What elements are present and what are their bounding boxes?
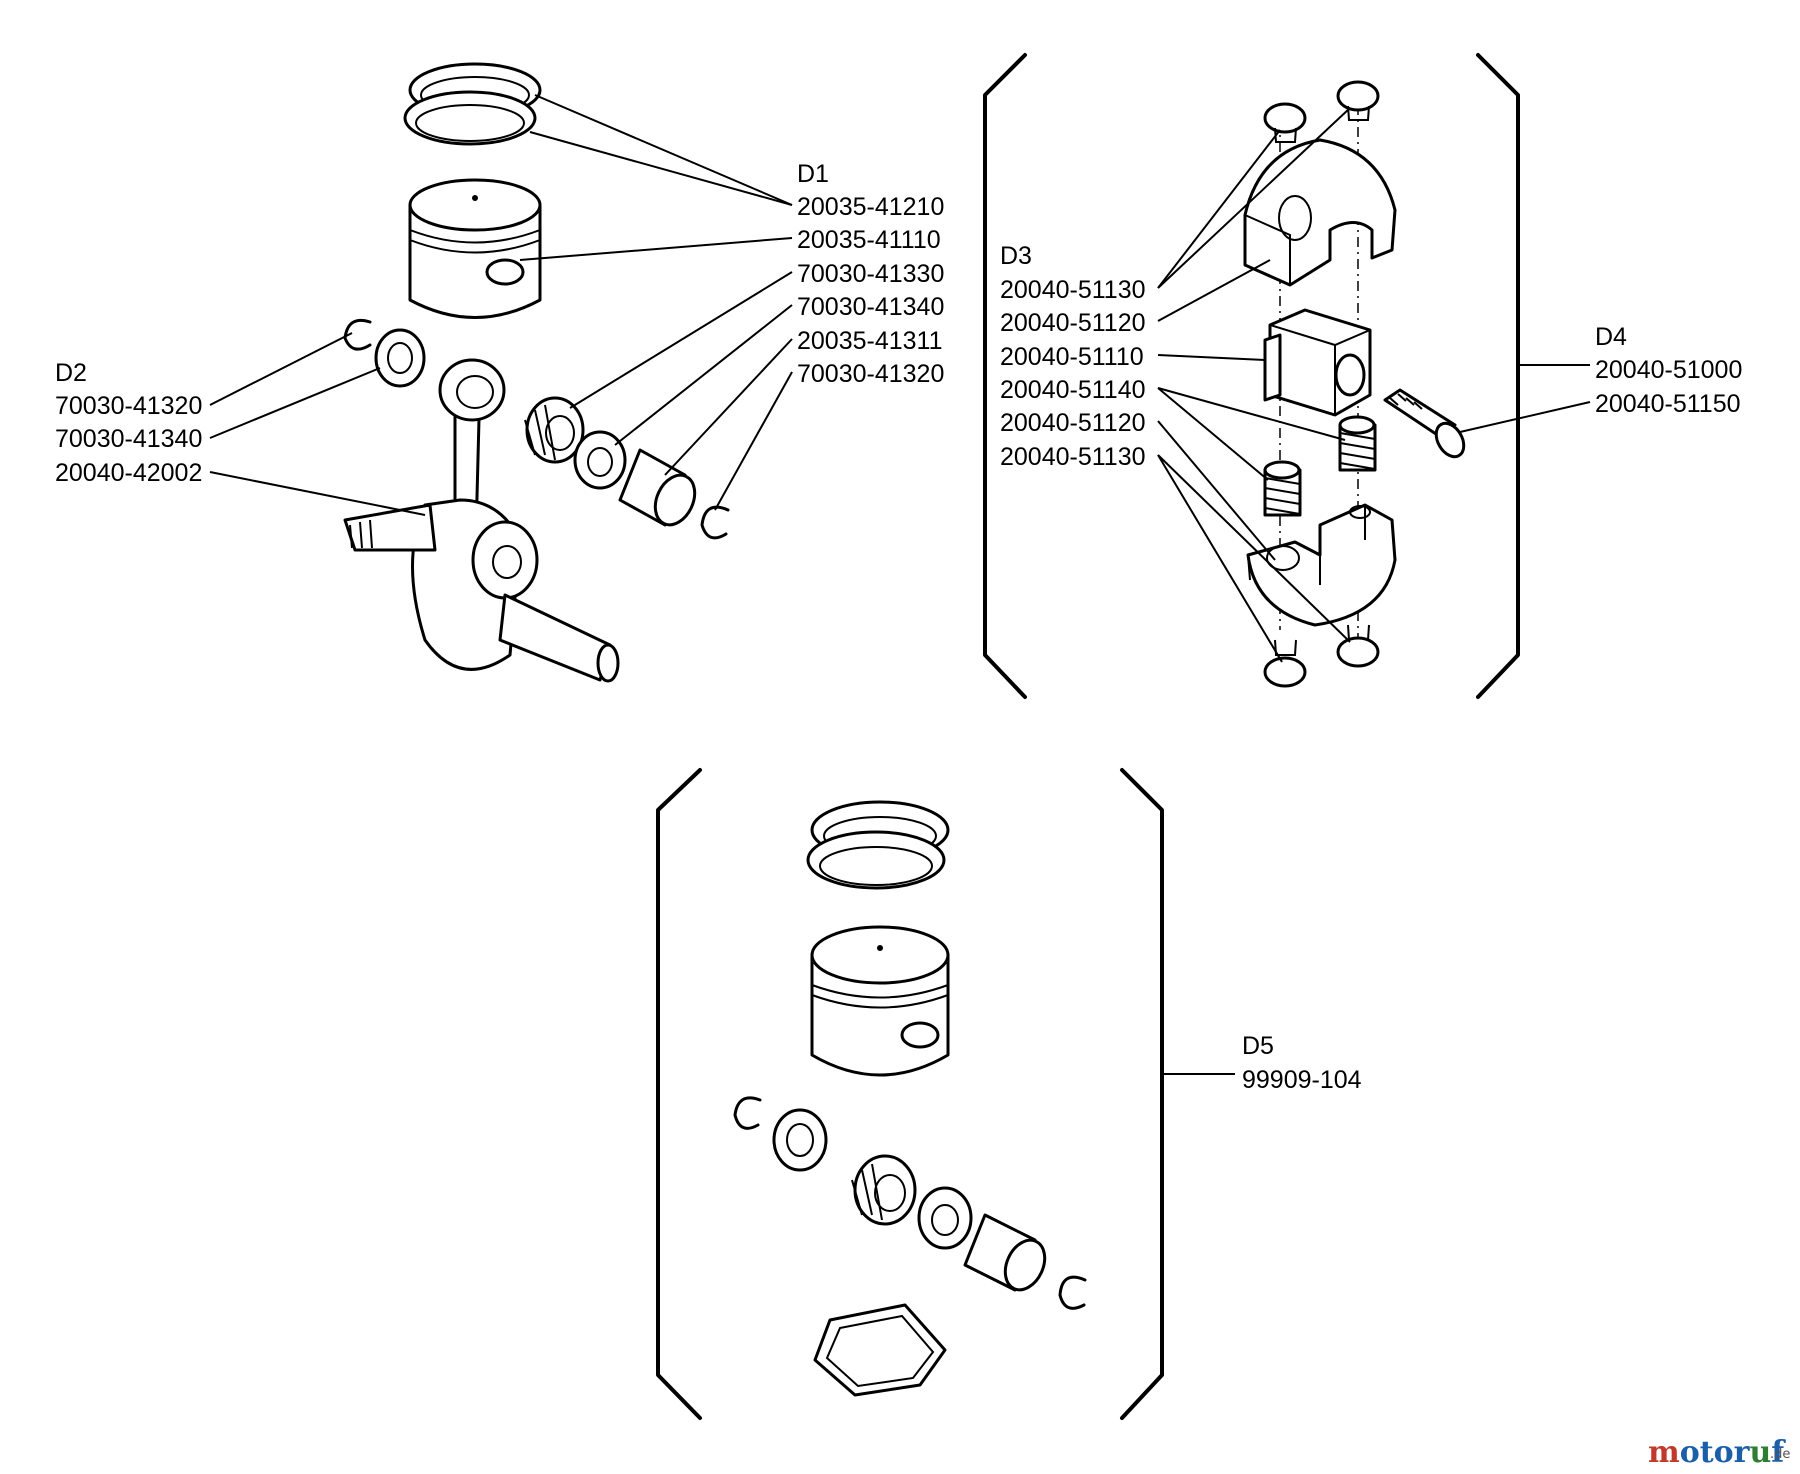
leader-line-d4 xyxy=(1459,401,1591,433)
part-number[interactable]: 20040-51120 xyxy=(1000,309,1146,337)
part-number[interactable]: 20040-51000 xyxy=(1595,356,1742,384)
watermark-brand: motoruf xyxy=(1648,1435,1786,1470)
part-number[interactable]: 20040-42002 xyxy=(55,459,202,487)
leader-lines-d3 xyxy=(1157,107,1351,663)
screw-icon xyxy=(1336,624,1380,668)
part-number[interactable]: 70030-41340 xyxy=(797,293,944,321)
spring-icon xyxy=(1263,460,1302,517)
washer-icon xyxy=(917,1186,973,1250)
part-number[interactable]: 20040-51120 xyxy=(1000,409,1146,437)
piston-crank-assembly xyxy=(343,62,730,683)
bearing-cap-icon xyxy=(1243,138,1397,287)
circlip-icon xyxy=(700,505,730,540)
part-number[interactable]: 20040-51140 xyxy=(1000,376,1146,404)
part-number[interactable]: 70030-41330 xyxy=(797,260,944,288)
piston-pin-icon xyxy=(963,1213,1047,1292)
group-d2: D2 70030-41320 70030-41340 20040-42002 xyxy=(55,359,202,487)
circlip-icon xyxy=(733,1096,762,1130)
piston-pin-icon xyxy=(618,448,697,527)
part-number[interactable]: 20035-41110 xyxy=(797,226,941,254)
washer-icon xyxy=(772,1108,828,1172)
circlip-icon xyxy=(343,318,372,351)
group-d3: D3 20040-51130 20040-51120 20040-51110 2… xyxy=(1000,242,1146,471)
screw-icon xyxy=(1263,639,1307,688)
group-label: D5 xyxy=(1242,1032,1274,1060)
watermark-suffix: .de xyxy=(1770,1447,1790,1462)
needle-bearing-icon xyxy=(851,1154,917,1226)
cylinder-gasket-icon xyxy=(813,1303,947,1397)
piston-rings-icon xyxy=(403,62,542,146)
piston-icon xyxy=(408,178,542,319)
group-label: D4 xyxy=(1595,323,1627,351)
leader-lines-d1 xyxy=(519,94,793,511)
group-label: D3 xyxy=(1000,242,1032,270)
clamp-block-icon xyxy=(1263,308,1372,417)
piston-kit xyxy=(733,800,1087,1397)
spring-icon xyxy=(1338,415,1377,472)
group-d5: D5 99909-104 xyxy=(1242,1032,1362,1094)
adjusting-screw-icon xyxy=(1383,388,1466,459)
crankshaft-icon xyxy=(343,358,620,683)
screw-icon xyxy=(1336,80,1380,121)
circlip-icon xyxy=(1058,1275,1087,1310)
part-number[interactable]: 70030-41320 xyxy=(55,392,202,420)
part-number[interactable]: 20035-41210 xyxy=(797,193,944,221)
bearing-cap-icon xyxy=(1246,503,1397,627)
clamp-assembly xyxy=(1243,80,1466,688)
washer-icon xyxy=(573,430,627,490)
group-d1: D1 20035-41210 20035-41110 70030-41330 7… xyxy=(797,160,944,388)
part-number[interactable]: 99909-104 xyxy=(1242,1066,1362,1094)
needle-bearing-icon xyxy=(524,396,585,464)
part-number[interactable]: 20035-41311 xyxy=(797,327,943,355)
part-number[interactable]: 20040-51130 xyxy=(1000,443,1146,471)
washer-icon xyxy=(374,328,426,388)
piston-icon xyxy=(810,925,950,1077)
group-label: D2 xyxy=(55,359,87,387)
screw-icon xyxy=(1263,102,1307,143)
leader-lines-d2 xyxy=(209,332,426,516)
piston-rings-icon xyxy=(806,800,950,890)
part-number[interactable]: 70030-41340 xyxy=(55,425,202,453)
group-label: D1 xyxy=(797,160,829,188)
part-number[interactable]: 70030-41320 xyxy=(797,360,944,388)
part-number[interactable]: 20040-51130 xyxy=(1000,276,1146,304)
part-number[interactable]: 20040-51110 xyxy=(1000,343,1144,371)
bracket-d5 xyxy=(656,768,1235,1420)
group-d4: D4 20040-51000 20040-51150 xyxy=(1595,323,1742,418)
watermark-logo: motoruf .de xyxy=(1648,1435,1790,1470)
bracket-d4 xyxy=(983,53,1590,699)
part-number[interactable]: 20040-51150 xyxy=(1595,390,1741,418)
